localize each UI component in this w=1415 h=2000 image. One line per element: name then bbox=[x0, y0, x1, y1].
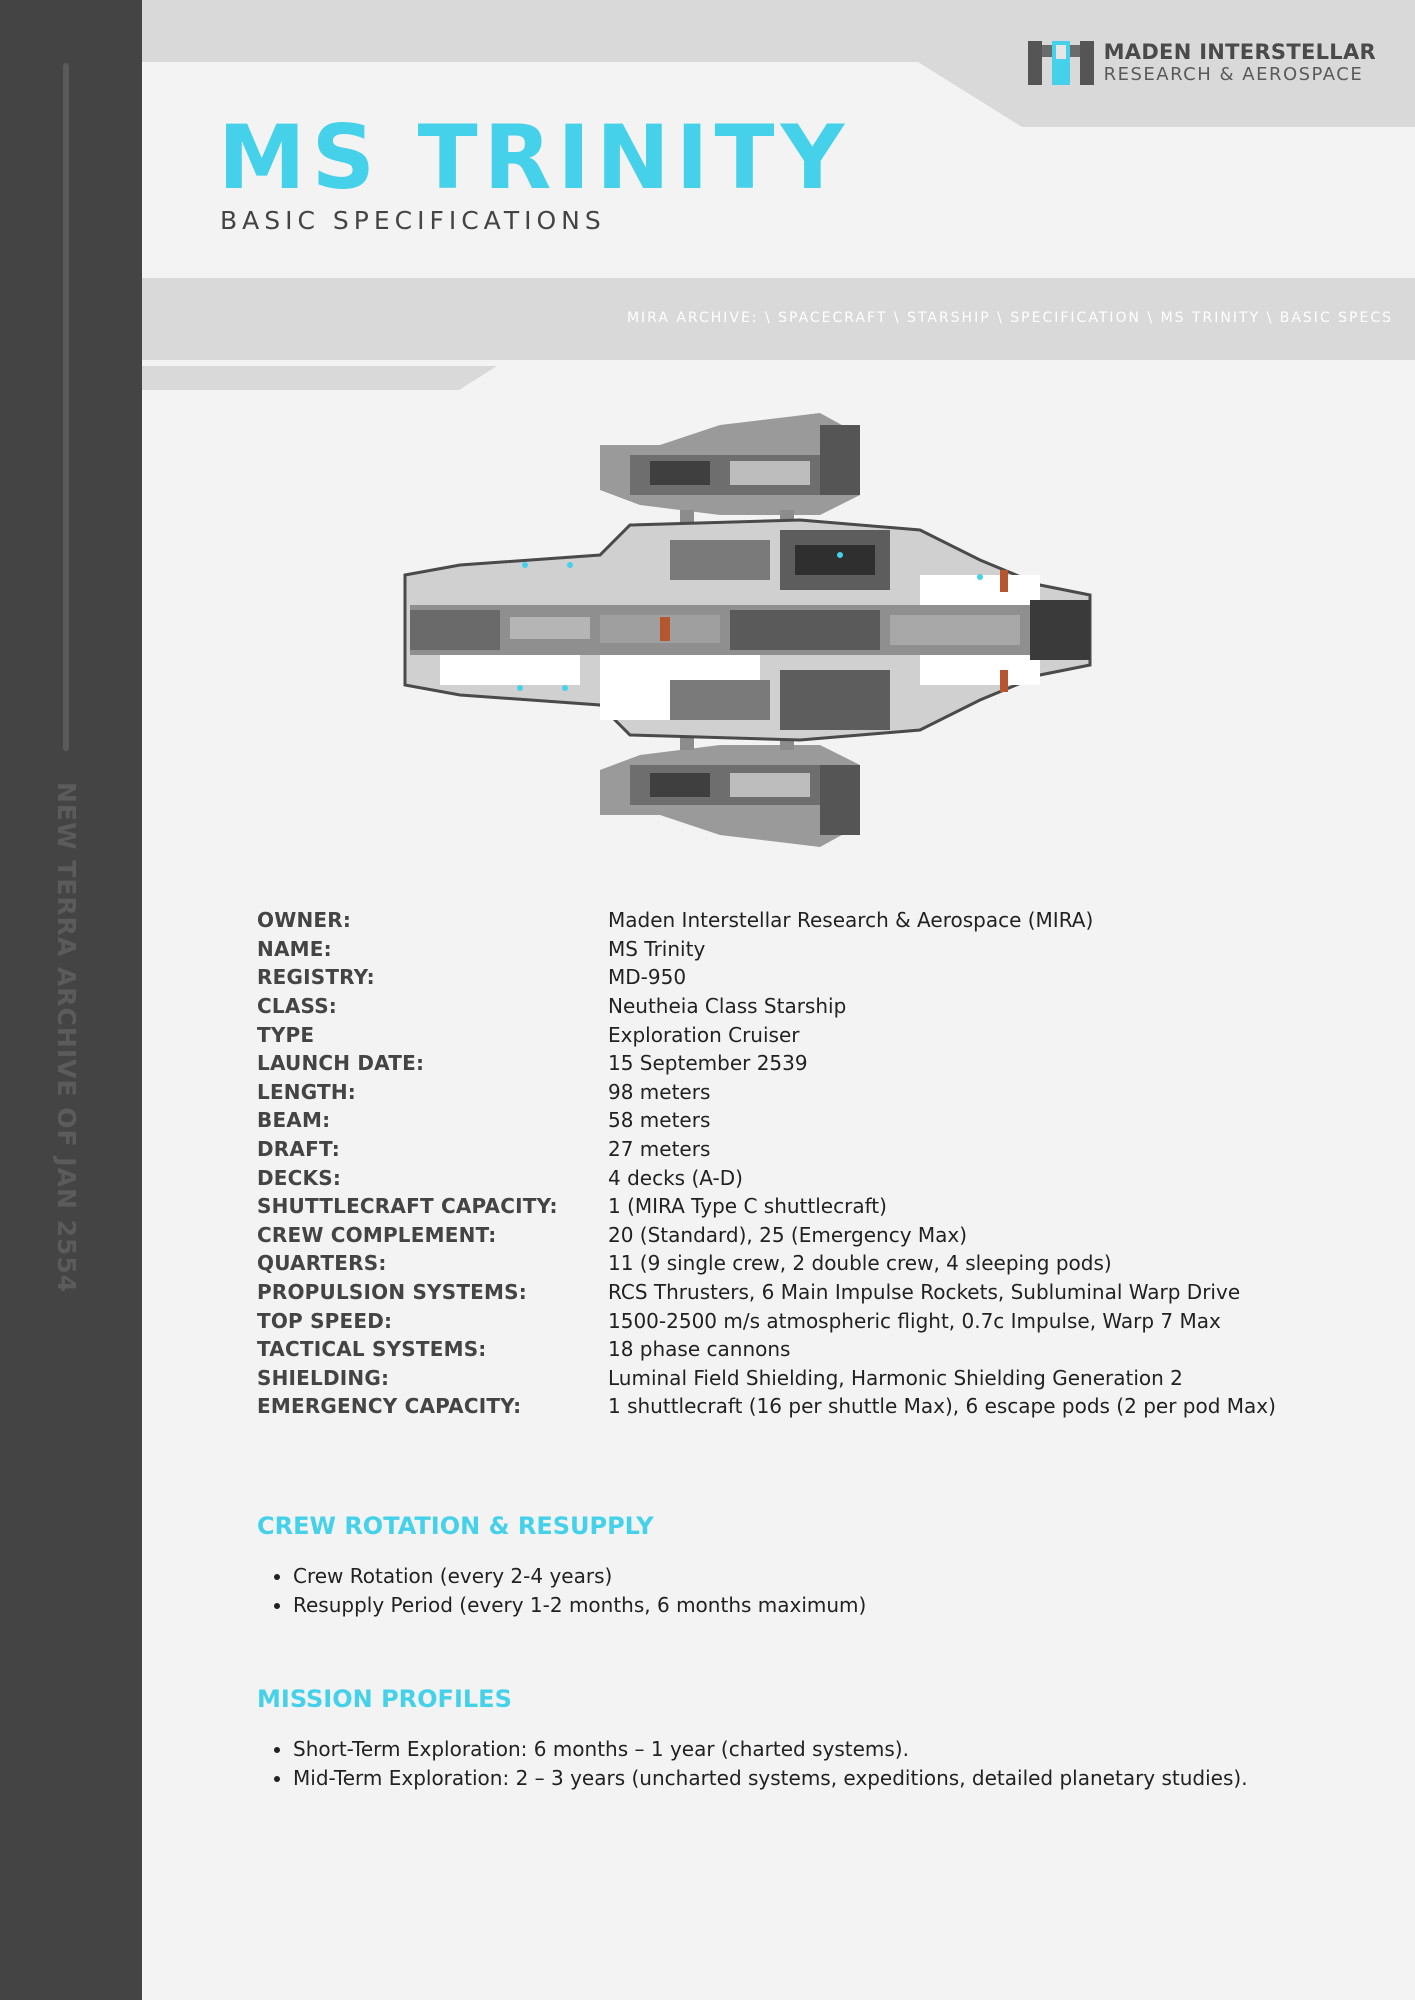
spec-row: SHUTTLECRAFT CAPACITY: 1 (MIRA Type C shu… bbox=[257, 1192, 1357, 1221]
spec-row: PROPULSION SYSTEMS: RCS Thrusters, 6 Main… bbox=[257, 1278, 1357, 1307]
spec-row: CLASS: Neutheia Class Starship bbox=[257, 992, 1357, 1021]
spec-label: TOP SPEED: bbox=[257, 1308, 393, 1333]
spec-value: 20 (Standard), 25 (Emergency Max) bbox=[608, 1222, 968, 1247]
spec-row: LAUNCH DATE: 15 September 2539 bbox=[257, 1049, 1357, 1078]
logo-subtitle: RESEARCH & AEROSPACE bbox=[1103, 64, 1364, 85]
spec-label: EMERGENCY CAPACITY: bbox=[257, 1394, 522, 1419]
spec-label: OWNER: bbox=[257, 908, 352, 933]
spec-row: OWNER: Maden Interstellar Research & Aero… bbox=[257, 906, 1357, 935]
spec-label: LAUNCH DATE: bbox=[257, 1051, 425, 1076]
spec-label: NAME: bbox=[257, 936, 332, 961]
mira-logo-icon bbox=[1027, 41, 1094, 85]
sidebar: NEW TERRA ARCHIVE OF JAN 2554 bbox=[0, 0, 142, 2000]
mission-profiles-list: Short-Term Exploration: 6 months – 1 yea… bbox=[257, 1735, 1248, 1793]
spec-label: DRAFT: bbox=[257, 1137, 340, 1162]
spec-value: Exploration Cruiser bbox=[608, 1022, 800, 1047]
logo-tab bbox=[918, 62, 1415, 127]
list-item: Resupply Period (every 1-2 months, 6 mon… bbox=[293, 1591, 866, 1620]
spec-value: 27 meters bbox=[608, 1137, 711, 1162]
spec-value: 1500-2500 m/s atmospheric flight, 0.7c I… bbox=[608, 1308, 1221, 1333]
spec-row: TACTICAL SYSTEMS: 18 phase cannons bbox=[257, 1335, 1357, 1364]
crew-rotation-heading: CREW ROTATION & RESUPPLY bbox=[257, 1512, 654, 1540]
spec-row: TOP SPEED: 1500-2500 m/s atmospheric flig… bbox=[257, 1306, 1357, 1335]
spec-value: MS Trinity bbox=[608, 936, 706, 961]
list-item: Short-Term Exploration: 6 months – 1 yea… bbox=[293, 1735, 1248, 1764]
spec-row: TYPE Exploration Cruiser bbox=[257, 1020, 1357, 1049]
spec-row: LENGTH: 98 meters bbox=[257, 1078, 1357, 1107]
breadcrumb-band bbox=[142, 278, 1415, 360]
spec-label: SHUTTLECRAFT CAPACITY: bbox=[257, 1194, 558, 1219]
spec-row: QUARTERS: 11 (9 single crew, 2 double cre… bbox=[257, 1249, 1357, 1278]
spec-label: QUARTERS: bbox=[257, 1251, 387, 1276]
page-title: MS TRINITY bbox=[218, 106, 851, 209]
spec-label: DECKS: bbox=[257, 1165, 342, 1190]
breadcrumb: MIRA ARCHIVE: \ SPACECRAFT \ STARSHIP \ … bbox=[626, 310, 1393, 326]
spec-value: 98 meters bbox=[608, 1079, 711, 1104]
spec-value: 11 (9 single crew, 2 double crew, 4 slee… bbox=[608, 1251, 1112, 1276]
top-band bbox=[142, 0, 1415, 62]
company-logo: MADEN INTERSTELLAR RESEARCH & AEROSPACE bbox=[1027, 40, 1376, 86]
spec-label: TACTICAL SYSTEMS: bbox=[257, 1337, 487, 1362]
spec-value: RCS Thrusters, 6 Main Impulse Rockets, S… bbox=[608, 1280, 1241, 1305]
spec-label: PROPULSION SYSTEMS: bbox=[257, 1280, 527, 1305]
crew-rotation-list: Crew Rotation (every 2-4 years) Resupply… bbox=[257, 1562, 866, 1620]
spec-value: 18 phase cannons bbox=[608, 1337, 791, 1362]
spec-value: Neutheia Class Starship bbox=[608, 994, 847, 1019]
spec-value: 1 (MIRA Type C shuttlecraft) bbox=[608, 1194, 887, 1219]
archive-label: NEW TERRA ARCHIVE OF JAN 2554 bbox=[52, 782, 81, 1294]
breadcrumb-accent bbox=[142, 366, 497, 390]
spec-row: CREW COMPLEMENT: 20 (Standard), 25 (Emerg… bbox=[257, 1221, 1357, 1250]
logo-title: MADEN INTERSTELLAR bbox=[1103, 40, 1376, 64]
spec-row: REGISTRY: MD-950 bbox=[257, 963, 1357, 992]
spec-label: CLASS: bbox=[257, 994, 338, 1019]
spec-value: 15 September 2539 bbox=[608, 1051, 808, 1076]
spec-value: 1 shuttlecraft (16 per shuttle Max), 6 e… bbox=[608, 1394, 1276, 1419]
spec-label: SHIELDING: bbox=[257, 1365, 390, 1390]
spec-row: SHIELDING: Luminal Field Shielding, Harmo… bbox=[257, 1364, 1357, 1393]
sidebar-divider bbox=[63, 63, 69, 751]
spec-row: DECKS: 4 decks (A-D) bbox=[257, 1163, 1357, 1192]
specifications-table: OWNER: Maden Interstellar Research & Aero… bbox=[257, 906, 1357, 1421]
spec-label: CREW COMPLEMENT: bbox=[257, 1222, 497, 1247]
list-item: Mid-Term Exploration: 2 – 3 years (uncha… bbox=[293, 1764, 1248, 1793]
spec-row: BEAM: 58 meters bbox=[257, 1106, 1357, 1135]
spec-value: Maden Interstellar Research & Aerospace … bbox=[608, 908, 1094, 933]
spec-row: DRAFT: 27 meters bbox=[257, 1135, 1357, 1164]
spec-value: Luminal Field Shielding, Harmonic Shield… bbox=[608, 1365, 1183, 1390]
spec-label: REGISTRY: bbox=[257, 965, 375, 990]
mission-profiles-heading: MISSION PROFILES bbox=[257, 1685, 512, 1713]
spec-row: NAME: MS Trinity bbox=[257, 935, 1357, 964]
list-item: Crew Rotation (every 2-4 years) bbox=[293, 1562, 866, 1591]
spec-value: 58 meters bbox=[608, 1108, 711, 1133]
spec-row: EMERGENCY CAPACITY: 1 shuttlecraft (16 pe… bbox=[257, 1392, 1357, 1421]
starship-blueprint bbox=[403, 413, 1092, 847]
spec-label: BEAM: bbox=[257, 1108, 331, 1133]
spec-value: MD-950 bbox=[608, 965, 687, 990]
page-subtitle: BASIC SPECIFICATIONS bbox=[220, 206, 606, 235]
spec-value: 4 decks (A-D) bbox=[608, 1165, 743, 1190]
spec-label: LENGTH: bbox=[257, 1079, 356, 1104]
spec-label: TYPE bbox=[257, 1022, 315, 1047]
